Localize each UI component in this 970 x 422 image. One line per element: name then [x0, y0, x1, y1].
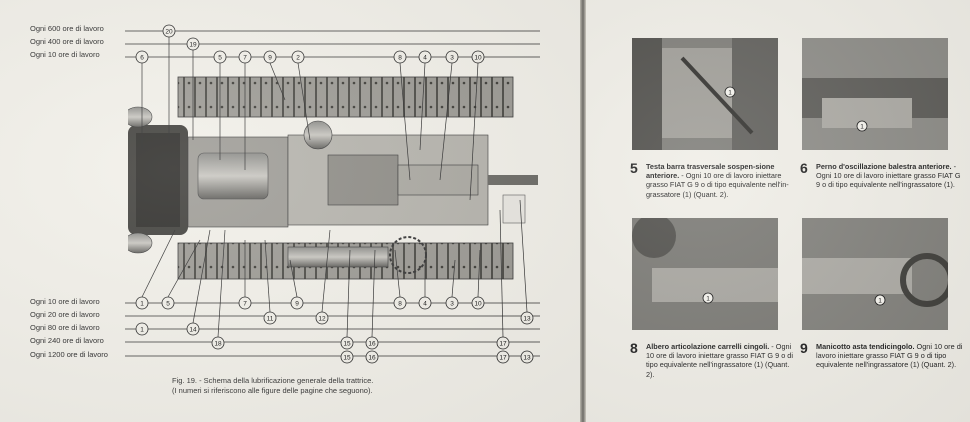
item-title: Testa barra trasversale sospen-sione ant… [646, 162, 775, 181]
item-description: - Ogni 10 ore di lavoro iniettare grasso… [816, 162, 961, 190]
point-label: 1 [140, 326, 144, 333]
point-label: 10 [474, 54, 482, 61]
point-label: 9 [268, 54, 272, 61]
left-page: Ogni 600 ore di lavoro Ogni 400 ore di l… [0, 0, 580, 422]
photo-callout-label: 1 [878, 298, 882, 305]
item-body: Testa barra trasversale sospen-sione ant… [646, 162, 796, 199]
point-label: 8 [398, 54, 402, 61]
point-label: 1 [140, 300, 144, 307]
point-label: 15 [343, 354, 351, 361]
item-number: 5 [630, 160, 638, 176]
point-label: 2 [296, 54, 300, 61]
point-label: 17 [499, 340, 507, 347]
item-title: Perno d'oscillazione balestra anteriore. [816, 162, 952, 171]
item-number: 6 [800, 160, 808, 176]
item-body: Manicotto asta tendicingolo. Ogni 10 ore… [816, 342, 966, 370]
point-label: 4 [423, 300, 427, 307]
point-label: 6 [140, 54, 144, 61]
interval-label-bottom-240: Ogni 240 ore di lavoro [30, 336, 104, 345]
interval-label-top-400: Ogni 400 ore di lavoro [30, 37, 104, 46]
caption-line-2: (I numeri si riferiscono alle figure del… [172, 386, 373, 395]
caption-line-1: Fig. 19. - Schema della lubrificazione g… [172, 376, 374, 385]
lubrication-point-markers: 20 19 6 5 7 9 2 8 4 3 10 1 5 7 9 8 4 3 1… [135, 24, 534, 364]
point-label: 8 [398, 300, 402, 307]
photo-callout-label: 1 [706, 296, 710, 303]
photo-callout-label: 1 [860, 124, 864, 131]
item-description: - Ogni 10 ore di lavoro iniettare grasso… [646, 342, 793, 379]
point-label: 9 [295, 300, 299, 307]
interval-label-bottom-10: Ogni 10 ore di lavoro [30, 297, 100, 306]
figure-caption: Fig. 19. - Schema della lubrificazione g… [172, 376, 373, 396]
item-title: Manicotto asta tendicingolo. [816, 342, 915, 351]
photo-front-suspension: 1 [632, 38, 778, 150]
point-label: 14 [189, 326, 197, 333]
photo-track-carriage-shaft: 1 [632, 218, 778, 330]
item-description: Ogni 10 ore di lavoro iniettare grasso F… [816, 342, 963, 370]
point-label: 11 [267, 315, 274, 322]
item-title: Albero articolazione carrelli cingoli. [646, 342, 770, 351]
interval-label-top-600: Ogni 600 ore di lavoro [30, 24, 104, 33]
point-label: 10 [474, 300, 482, 307]
point-label: 3 [450, 54, 454, 61]
item-number: 8 [630, 340, 638, 356]
point-label: 3 [450, 300, 454, 307]
photo-callout-label: 1 [728, 90, 732, 97]
book-gutter [580, 0, 586, 422]
point-label: 5 [166, 300, 170, 307]
point-label: 16 [368, 340, 376, 347]
point-label: 13 [523, 354, 531, 361]
tractor-top-view-illustration [128, 76, 538, 280]
point-label: 12 [318, 315, 326, 322]
photo-track-tensioner: 1 [802, 218, 948, 330]
point-label: 19 [189, 41, 197, 48]
item-body: Albero articolazione carrelli cingoli. -… [646, 342, 796, 379]
item-number: 9 [800, 340, 808, 356]
point-label: 17 [499, 354, 507, 361]
item-body: Perno d'oscillazione balestra anteriore.… [816, 162, 966, 190]
lubrication-leader-lines [125, 30, 540, 357]
point-label: 18 [214, 340, 222, 347]
point-label: 7 [243, 300, 247, 307]
point-label: 7 [243, 54, 247, 61]
point-label: 4 [423, 54, 427, 61]
point-label: 20 [165, 28, 173, 35]
point-label: 15 [343, 340, 351, 347]
point-label: 5 [218, 54, 222, 61]
interval-label-bottom-20: Ogni 20 ore di lavoro [30, 310, 100, 319]
photo-spring-pivot: 1 [802, 38, 948, 150]
point-label: 13 [523, 315, 531, 322]
item-description: - Ogni 10 ore di lavoro iniettare grasso… [646, 171, 789, 199]
interval-label-top-10: Ogni 10 ore di lavoro [30, 50, 100, 59]
interval-label-bottom-80: Ogni 80 ore di lavoro [30, 323, 100, 332]
point-label: 16 [368, 354, 376, 361]
right-page: 1 1 1 [586, 0, 970, 422]
interval-label-bottom-1200: Ogni 1200 ore di lavoro [30, 350, 108, 359]
